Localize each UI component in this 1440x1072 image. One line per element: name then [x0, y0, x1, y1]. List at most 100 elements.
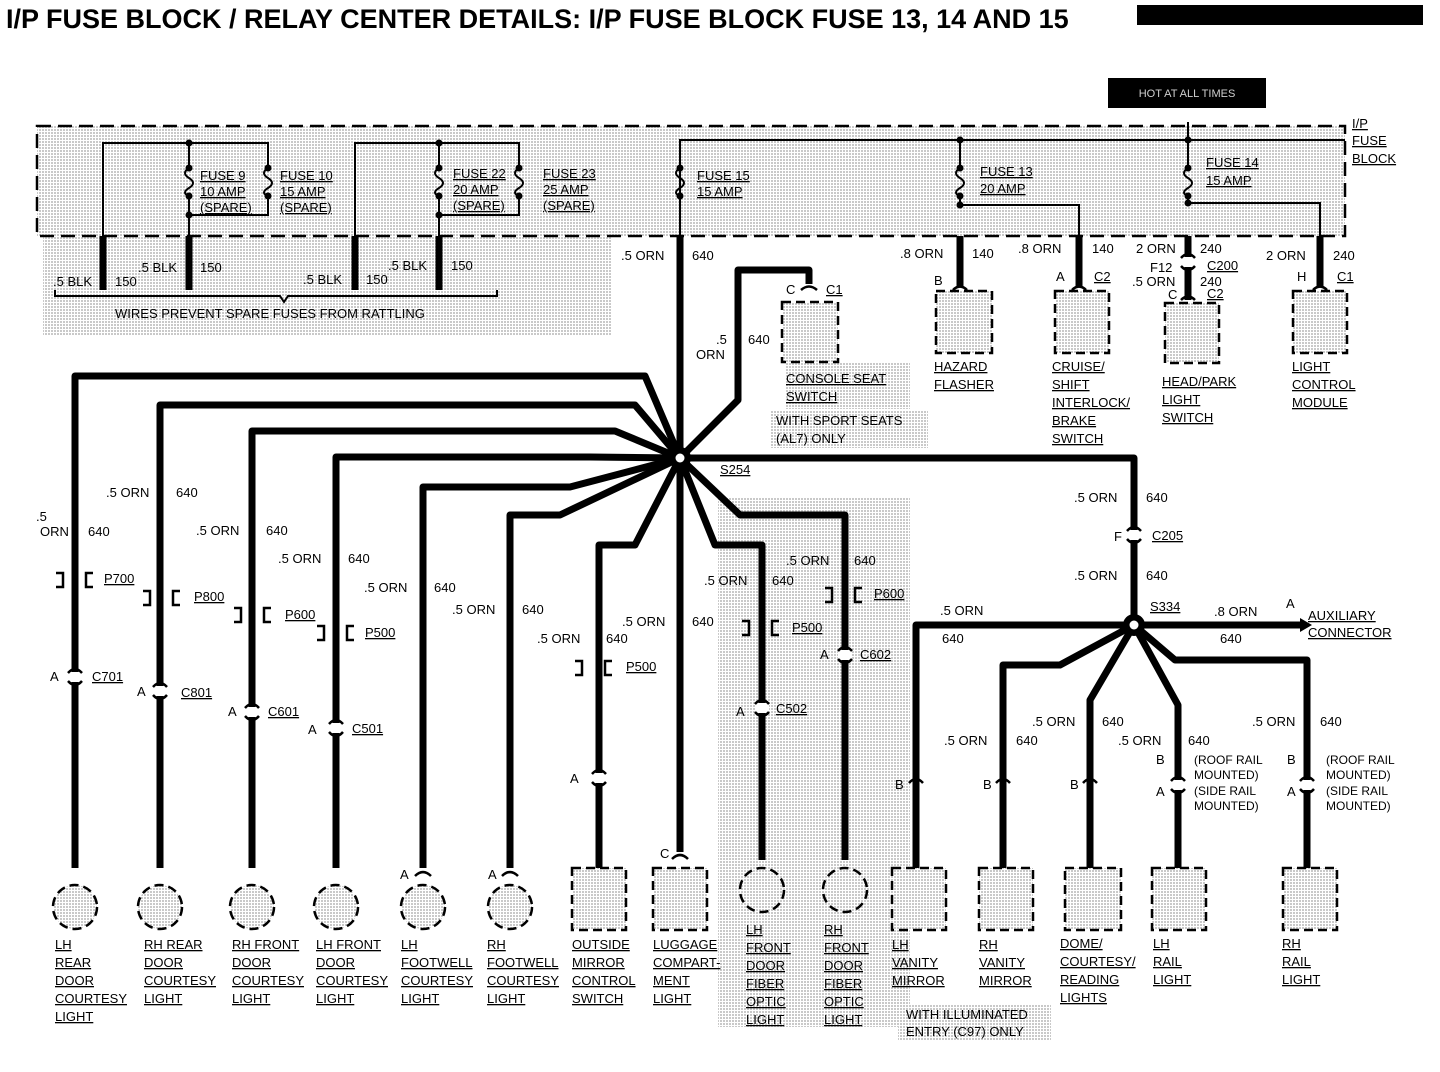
- lcm-l2: CONTROL: [1292, 377, 1356, 392]
- rh-rail-l2: RAIL: [1282, 954, 1311, 969]
- r5-note-1: (ROOF RAIL: [1326, 753, 1395, 767]
- r4-note-4: MOUNTED): [1194, 799, 1259, 813]
- rh-rear-l1: RH REAR: [144, 937, 203, 952]
- p500-label-b4: P500: [365, 625, 395, 640]
- lh-footwell-l3: COURTESY: [401, 973, 473, 988]
- hazard-l2: FLASHER: [934, 377, 994, 392]
- r2-pin: B: [983, 777, 992, 792]
- b3-gauge: .5 ORN: [196, 523, 239, 538]
- aux-circuit: 640: [1220, 631, 1242, 646]
- lh-rear-l1: LH: [55, 937, 72, 952]
- spare-w3-circuit: 150: [366, 272, 388, 287]
- headpark-l3: SWITCH: [1162, 410, 1213, 425]
- c205-id: C205: [1152, 528, 1183, 543]
- b7-gauge: .5 ORN: [537, 631, 580, 646]
- c801-pin: A: [137, 684, 146, 699]
- outside-mirror-l3: CONTROL: [572, 973, 636, 988]
- c701-id: C701: [92, 669, 123, 684]
- spare-w1-gauge: .5 BLK: [53, 274, 92, 289]
- fuse13-name: FUSE 13: [980, 164, 1033, 179]
- rt-lower-gauge: .5 ORN: [1074, 568, 1117, 583]
- aux-label-l1: AUXILIARY: [1308, 608, 1376, 623]
- rh-rail-l3: LIGHT: [1282, 972, 1320, 987]
- aux-pin: A: [1286, 596, 1295, 611]
- fuse9-name: FUSE 9: [200, 168, 246, 183]
- lh-footwell-l4: LIGHT: [401, 991, 439, 1006]
- inline-brackets: [56, 571, 862, 677]
- cruise-l5: SWITCH: [1052, 431, 1103, 446]
- dome-l2: COURTESY/: [1060, 954, 1136, 969]
- lh-rear-l4: COURTESY: [55, 991, 127, 1006]
- c1-pin: C: [786, 282, 795, 297]
- s334-label: S334: [1150, 599, 1180, 614]
- console-gauge: .5: [716, 332, 727, 347]
- illum-note-l1: WITH ILLUMINATED: [906, 1007, 1028, 1022]
- f13b-gauge: .8 ORN: [1018, 241, 1061, 256]
- rh-front-l2: DOOR: [232, 955, 271, 970]
- illum-note-l2: ENTRY (C97) ONLY: [906, 1024, 1024, 1039]
- r4-circuit: 640: [1188, 733, 1210, 748]
- rh-footwell-l1: RH: [487, 937, 506, 952]
- r4-note-1: (ROOF RAIL: [1194, 753, 1263, 767]
- top-components: [780, 289, 1349, 365]
- r3-gauge: .5 ORN: [1032, 714, 1075, 729]
- rh-footwell-l4: LIGHT: [487, 991, 525, 1006]
- fuse10-amp: 15 AMP: [280, 184, 326, 199]
- luggage-l1: LUGGAGE: [653, 937, 718, 952]
- lh-front-l2: DOOR: [316, 955, 355, 970]
- fuse-block-label-3: BLOCK: [1352, 151, 1396, 166]
- b9-gauge: .5 ORN: [704, 573, 747, 588]
- rh-rear-l2: DOOR: [144, 955, 183, 970]
- r4-note-2: MOUNTED): [1194, 768, 1259, 782]
- fuse-block-outline: [35, 124, 1347, 238]
- fuse15-amp: 15 AMP: [697, 184, 743, 199]
- rh-fiber-l5: OPTIC: [824, 994, 864, 1009]
- rh-rear-l4: LIGHT: [144, 991, 182, 1006]
- r5-pin-a: A: [1287, 784, 1296, 799]
- luggage-l2: COMPART-: [653, 955, 720, 970]
- fuse22-spare: (SPARE): [453, 198, 505, 213]
- lcm-l3: MODULE: [1292, 395, 1348, 410]
- fuse22-amp: 20 AMP: [453, 182, 499, 197]
- r5-pin-b: B: [1287, 752, 1296, 767]
- cruise-l4: BRAKE: [1052, 413, 1096, 428]
- spare-w1-circuit: 150: [115, 274, 137, 289]
- r4-gauge: .5 ORN: [1118, 733, 1161, 748]
- sport-seat-shade: [770, 410, 928, 448]
- b7-circuit: 640: [606, 631, 628, 646]
- cruise-l1: CRUISE/: [1052, 359, 1105, 374]
- fuse14-amp: 15 AMP: [1206, 173, 1252, 188]
- f13a-gauge: .8 ORN: [900, 246, 943, 261]
- b9-circuit: 640: [772, 573, 794, 588]
- rh-rail-l1: RH: [1282, 936, 1301, 951]
- rh-front-l3: COURTESY: [232, 973, 304, 988]
- f14a-circuit: 240: [1200, 241, 1222, 256]
- hot-at-all-times: HOT AT ALL TIMES: [1139, 88, 1236, 100]
- p600-label-b3: P600: [285, 607, 315, 622]
- outside-mirror-l2: MIRROR: [572, 955, 625, 970]
- outside-mirror-l1: OUTSIDE: [572, 937, 630, 952]
- r1-pin: B: [895, 777, 904, 792]
- c200-id: C200: [1207, 258, 1238, 273]
- s254-label: S254: [720, 462, 750, 477]
- dome-l1: DOME/: [1060, 936, 1103, 951]
- p600-label-b10: P600: [874, 586, 904, 601]
- lh-rail-l2: RAIL: [1153, 954, 1182, 969]
- lcm-pin: H: [1297, 269, 1306, 284]
- b8-pin: C: [660, 846, 669, 861]
- c602-id: C602: [860, 647, 891, 662]
- fuse-block-label-2: FUSE: [1352, 133, 1387, 148]
- fuse-block-shade: [37, 126, 1345, 236]
- outside-mirror-l4: SWITCH: [572, 991, 623, 1006]
- sport-note-l1: WITH SPORT SEATS: [776, 413, 903, 428]
- lh-rear-l3: DOOR: [55, 973, 94, 988]
- dome-l4: LIGHTS: [1060, 990, 1107, 1005]
- f14c-circuit: 240: [1200, 274, 1222, 289]
- lh-fiber-l6: LIGHT: [746, 1012, 784, 1027]
- p500-label-b7: P500: [626, 659, 656, 674]
- fuse10-name: FUSE 10: [280, 168, 333, 183]
- headpark-conn: C2: [1207, 286, 1224, 301]
- rh-vanity-l1: RH: [979, 937, 998, 952]
- aux-arrow: [1300, 618, 1312, 632]
